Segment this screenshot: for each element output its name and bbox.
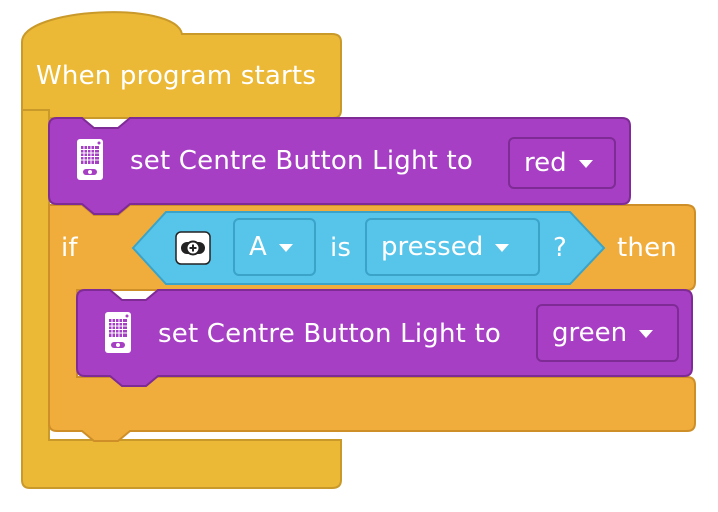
color-dropdown-1-value: red bbox=[524, 148, 567, 178]
chevron-down-icon bbox=[639, 330, 654, 338]
color-dropdown-1[interactable]: red bbox=[508, 137, 616, 189]
hub-icon bbox=[105, 312, 131, 353]
is-label: is bbox=[330, 233, 352, 263]
port-dropdown[interactable]: A bbox=[233, 218, 316, 276]
light-block-1-label: set Centre Button Light to bbox=[130, 146, 474, 176]
set-light-block-1[interactable] bbox=[48, 117, 631, 215]
force-sensor-icon bbox=[175, 231, 211, 265]
question-mark-label: ? bbox=[553, 233, 567, 263]
event-block-label: When program starts bbox=[36, 61, 317, 91]
when-program-starts-block[interactable] bbox=[21, 11, 342, 119]
state-dropdown-value: pressed bbox=[381, 232, 484, 262]
light-block-2-label: set Centre Button Light to bbox=[158, 319, 502, 349]
if-label: if bbox=[61, 233, 78, 263]
color-dropdown-2-value: green bbox=[552, 318, 628, 348]
then-label: then bbox=[617, 233, 677, 263]
state-dropdown[interactable]: pressed bbox=[365, 218, 540, 276]
chevron-down-icon bbox=[495, 244, 510, 252]
chevron-down-icon bbox=[578, 160, 593, 168]
hub-icon bbox=[77, 139, 103, 180]
color-dropdown-2[interactable]: green bbox=[536, 304, 679, 362]
port-dropdown-value: A bbox=[249, 232, 267, 262]
chevron-down-icon bbox=[278, 244, 293, 252]
event-stack-spine bbox=[21, 109, 342, 489]
